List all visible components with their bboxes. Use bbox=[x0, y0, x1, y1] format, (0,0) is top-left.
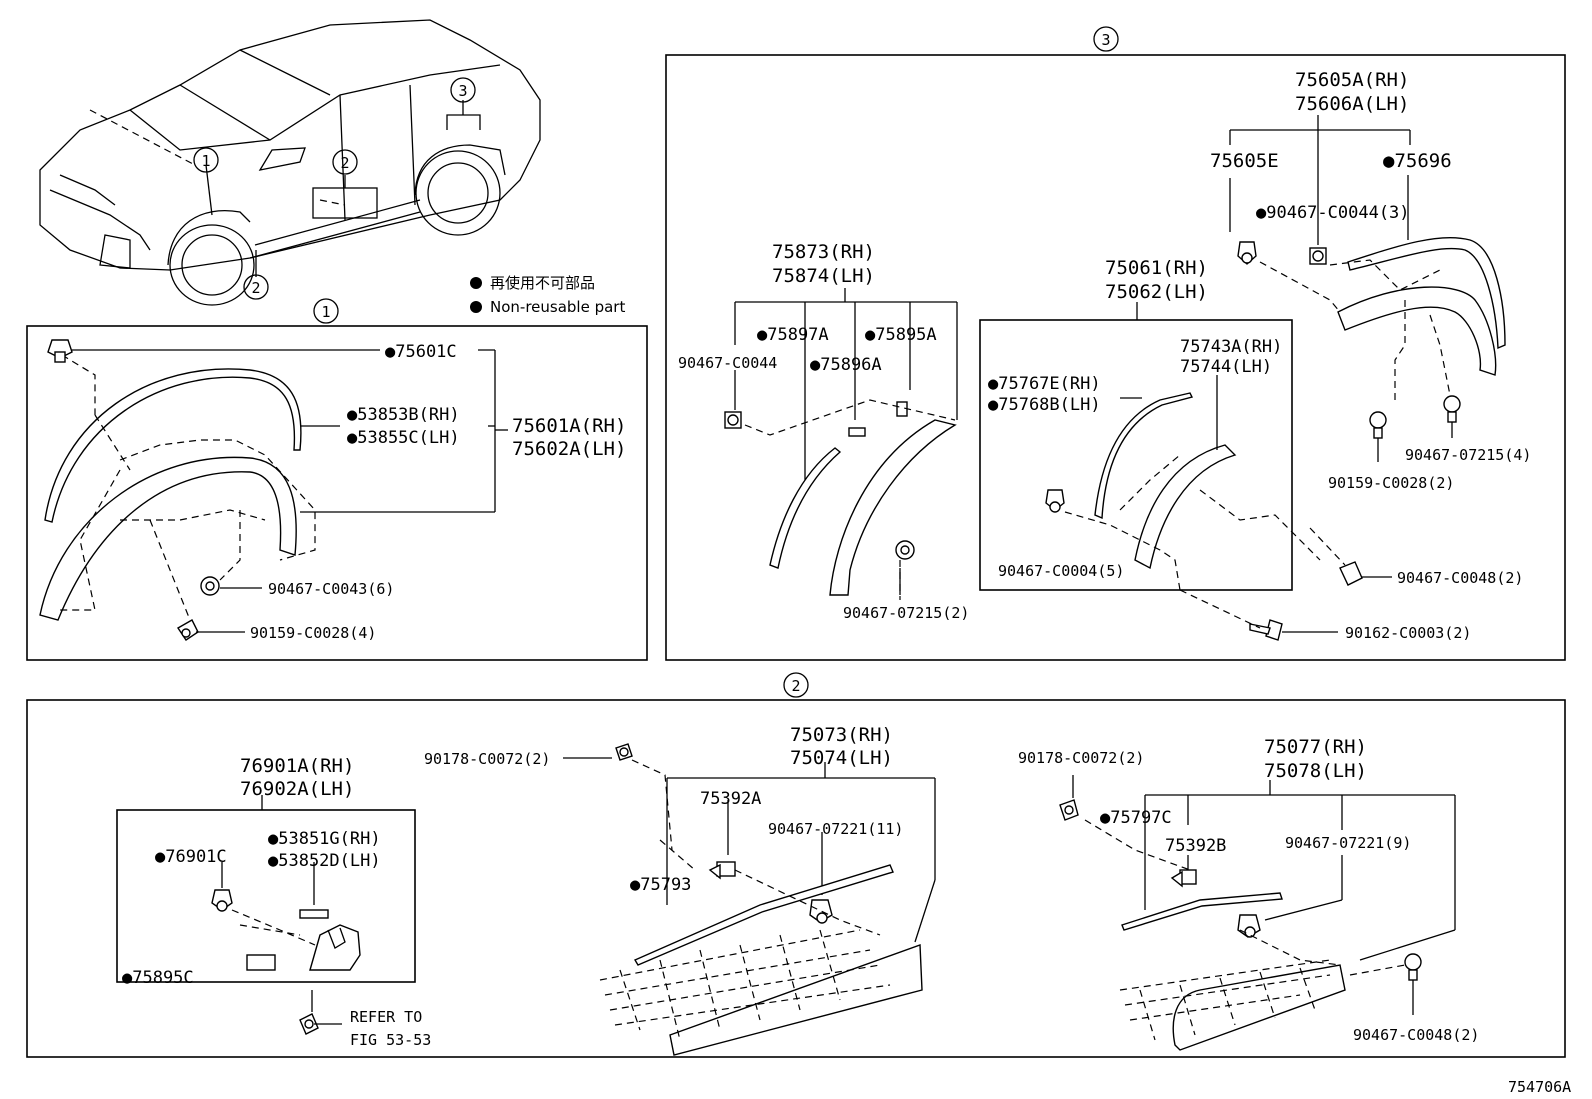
section-1: 1 ●7 bbox=[26, 298, 648, 661]
car-marker-1: 1 bbox=[201, 152, 210, 170]
clip-icon bbox=[724, 411, 742, 429]
label-75895C: ●75895C bbox=[122, 968, 194, 988]
clip-icon bbox=[1170, 869, 1197, 888]
label-53852D: ●53852D(LH) bbox=[268, 851, 381, 871]
screw-icon bbox=[1369, 411, 1387, 439]
label-75897A: ●75897A bbox=[757, 325, 829, 345]
label-75392B: 75392B bbox=[1165, 836, 1226, 856]
label-75696: ●75696 bbox=[1383, 150, 1452, 172]
label-75606A: 75606A(LH) bbox=[1295, 93, 1409, 115]
clip-icon bbox=[47, 339, 73, 363]
label-refer-fig: FIG 53-53 bbox=[350, 1031, 431, 1049]
label-53855C: ●53855C(LH) bbox=[347, 428, 460, 448]
label-90159-C0028: 90159-C0028(4) bbox=[250, 624, 376, 642]
legend-jp: 再使用不可部品 bbox=[490, 274, 595, 292]
label-75744: 75744(LH) bbox=[1180, 357, 1272, 377]
label-75602A: 75602A(LH) bbox=[512, 438, 626, 460]
label-53853B: ●53853B(RH) bbox=[347, 405, 460, 425]
label-53851G: ●53851G(RH) bbox=[268, 829, 381, 849]
clip-icon bbox=[708, 861, 736, 880]
clip-icon bbox=[1045, 489, 1065, 513]
section-2-marker: 2 bbox=[791, 677, 800, 695]
label-75077: 75077(RH) bbox=[1264, 736, 1367, 758]
label-75601A: 75601A(RH) bbox=[512, 415, 626, 437]
label-90467-C0044: 90467-C0044 bbox=[678, 354, 777, 372]
label-75895A: ●75895A bbox=[865, 325, 937, 345]
label-90467-C0048-b: 90467-C0048(2) bbox=[1353, 1026, 1479, 1044]
label-90178-C0072-b: 90178-C0072(2) bbox=[1018, 749, 1144, 767]
label-75392A: 75392A bbox=[700, 789, 761, 809]
label-90467-07215-2: 90467-07215(2) bbox=[843, 604, 969, 622]
diagram-id: 754706A bbox=[1508, 1078, 1571, 1096]
label-75073: 75073(RH) bbox=[790, 724, 893, 746]
legend-en: Non-reusable part bbox=[490, 298, 625, 316]
clip-icon bbox=[1339, 561, 1363, 586]
label-90178-C0072-a: 90178-C0072(2) bbox=[424, 750, 550, 768]
label-75873: 75873(RH) bbox=[772, 241, 875, 263]
clip-icon bbox=[1309, 247, 1327, 265]
section-3: 3 75873(RH) 75874(LH) ●75897A ●75895A ●7… bbox=[665, 26, 1566, 661]
label-75797C: ●75797C bbox=[1100, 808, 1172, 828]
car-marker-2: 2 bbox=[340, 154, 349, 172]
label-76901A: 76901A(RH) bbox=[240, 755, 354, 777]
clip-icon bbox=[1237, 914, 1261, 938]
clip-icon bbox=[177, 619, 199, 641]
screw-icon bbox=[200, 576, 220, 596]
label-75767E: ●75767E(RH) bbox=[988, 374, 1101, 394]
label-75743A: 75743A(RH) bbox=[1180, 337, 1282, 357]
label-90467-07221-9: 90467-07221(9) bbox=[1285, 834, 1411, 852]
label-90467-C0043: 90467-C0043(6) bbox=[268, 580, 394, 598]
section-3-marker: 3 bbox=[1101, 31, 1110, 49]
label-75896A: ●75896A bbox=[810, 355, 882, 375]
nut-icon bbox=[1059, 799, 1079, 821]
screw-icon bbox=[1249, 619, 1283, 641]
vehicle-illustration: 1 2 2 3 bbox=[39, 19, 541, 306]
label-76901C: ●76901C bbox=[155, 847, 227, 867]
car-marker-2b: 2 bbox=[251, 279, 260, 297]
legend: 再使用不可部品 Non-reusable part bbox=[470, 274, 625, 316]
label-90467-C0044-3: ●90467-C0044(3) bbox=[1256, 203, 1410, 223]
label-76902A: 76902A(LH) bbox=[240, 778, 354, 800]
screw-icon bbox=[1404, 953, 1422, 981]
label-90467-07221-11: 90467-07221(11) bbox=[768, 820, 903, 838]
label-90159-C0028-2: 90159-C0028(2) bbox=[1328, 474, 1454, 492]
label-75074: 75074(LH) bbox=[790, 747, 893, 769]
label-75605E: 75605E bbox=[1210, 150, 1279, 172]
label-90467-C0048-2: 90467-C0048(2) bbox=[1397, 569, 1523, 587]
label-75874: 75874(LH) bbox=[772, 265, 875, 287]
section-1-marker: 1 bbox=[321, 303, 330, 321]
label-90467-C0004: 90467-C0004(5) bbox=[998, 562, 1124, 580]
car-marker-3: 3 bbox=[458, 82, 467, 100]
section-2: 2 76901A(RH) 76902A(LH) ●53851G(RH) ●538… bbox=[26, 672, 1566, 1058]
label-75061: 75061(RH) bbox=[1105, 257, 1208, 279]
label-90162-C0003-2: 90162-C0003(2) bbox=[1345, 624, 1471, 642]
label-90467-07215-4: 90467-07215(4) bbox=[1405, 446, 1531, 464]
clip-icon bbox=[299, 1013, 319, 1035]
nut-icon bbox=[615, 743, 633, 761]
label-refer-to: REFER TO bbox=[350, 1008, 422, 1026]
label-75793: ●75793 bbox=[630, 875, 691, 895]
label-75768B: ●75768B(LH) bbox=[988, 395, 1101, 415]
clip-icon bbox=[895, 540, 915, 560]
clip-icon bbox=[809, 899, 833, 924]
label-75601C: ●75601C bbox=[385, 342, 457, 362]
clip-icon bbox=[1237, 241, 1257, 265]
label-75062: 75062(LH) bbox=[1105, 281, 1208, 303]
label-75078: 75078(LH) bbox=[1264, 760, 1367, 782]
label-75605A: 75605A(RH) bbox=[1295, 69, 1409, 91]
clip-icon bbox=[211, 889, 233, 912]
screw-icon bbox=[1443, 395, 1461, 423]
